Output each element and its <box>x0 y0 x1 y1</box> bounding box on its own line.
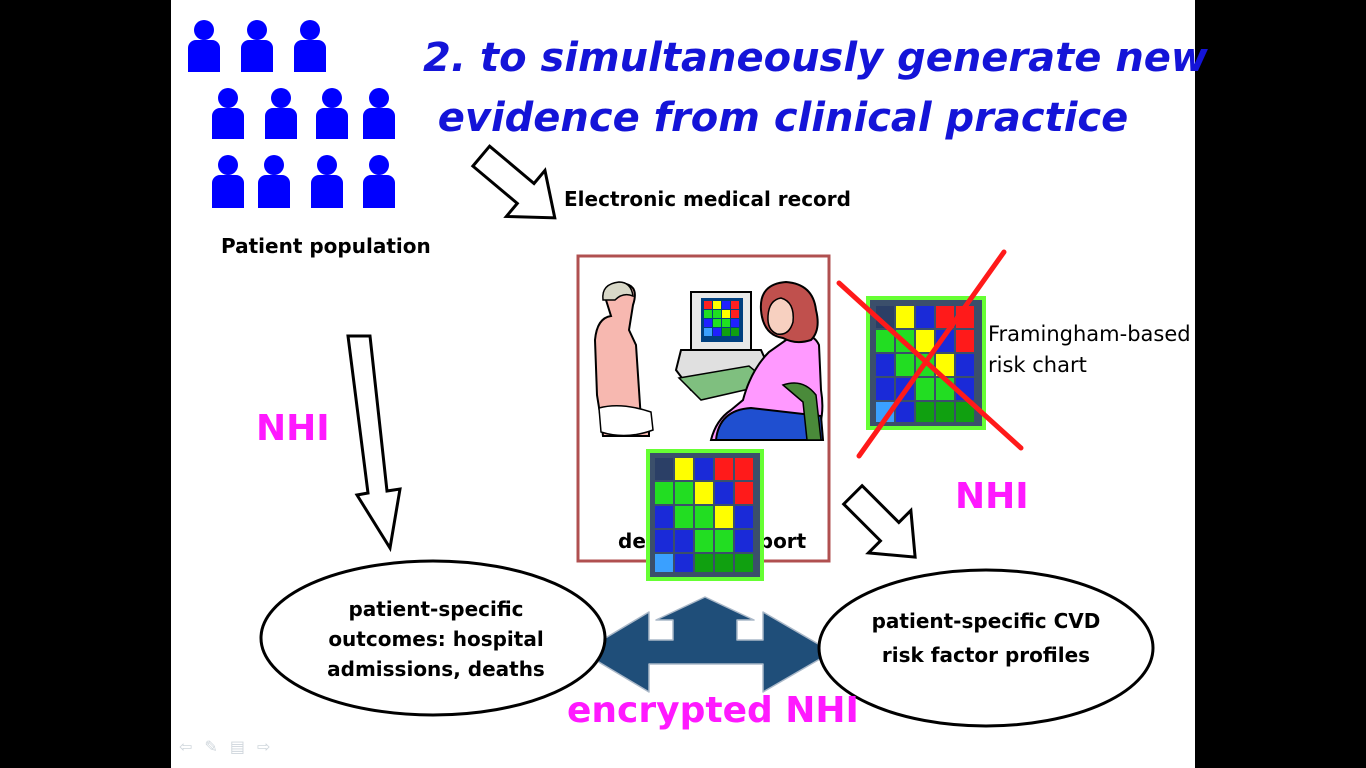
hollow-arrow-icon <box>346 334 402 553</box>
person-icon <box>316 88 348 139</box>
slide-artwork <box>188 20 1155 728</box>
patient-population-icons <box>188 20 395 208</box>
person-icon <box>188 20 220 72</box>
profiles-ellipse <box>817 568 1155 728</box>
decision-support-risk-chart-icon <box>646 449 764 581</box>
person-icon <box>258 155 290 208</box>
double-arrow-icon <box>581 596 833 693</box>
hollow-arrow-icon <box>841 483 917 559</box>
person-icon <box>212 88 244 139</box>
hollow-arrow-icon <box>470 144 557 220</box>
person-icon <box>241 20 273 72</box>
nhi-left-label: NHI <box>256 408 330 449</box>
outcomes-text: patient-specific outcomes: hospital admi… <box>327 597 545 681</box>
slideshow-nav: ⇦ ✎ ▤ ⇨ <box>179 737 270 756</box>
profiles-text: patient-specific CVD risk factor profile… <box>871 609 1101 667</box>
red-cross-icon <box>836 249 1024 459</box>
prev-arrow-icon[interactable]: ⇦ <box>179 737 193 756</box>
nhi-right-label: NHI <box>955 476 1029 517</box>
patient-figure-icon <box>593 281 654 437</box>
next-arrow-icon[interactable]: ⇨ <box>256 737 271 756</box>
slide-title: 2. to simultaneously generate new eviden… <box>423 28 1208 148</box>
menu-icon[interactable]: ▤ <box>229 737 245 756</box>
person-icon <box>363 88 395 139</box>
outcomes-ellipse <box>259 559 607 717</box>
person-icon <box>294 20 326 72</box>
pen-icon[interactable]: ✎ <box>204 737 218 756</box>
person-icon <box>212 155 244 208</box>
encrypted-nhi-label: encrypted NHI <box>567 690 859 731</box>
patient-population-label: Patient population <box>221 234 431 258</box>
emr-label: Electronic medical record <box>564 187 851 211</box>
person-icon <box>363 155 395 208</box>
slide: 2. to simultaneously generate new eviden… <box>171 0 1208 768</box>
doctor-at-computer-icon <box>674 280 825 441</box>
title-line-1: 2. to simultaneously generate new <box>423 35 1208 81</box>
framingham-label: Framingham-based risk chart <box>988 322 1191 377</box>
person-icon <box>265 88 297 139</box>
title-line-2: evidence from clinical practice <box>437 95 1129 141</box>
person-icon <box>311 155 343 208</box>
